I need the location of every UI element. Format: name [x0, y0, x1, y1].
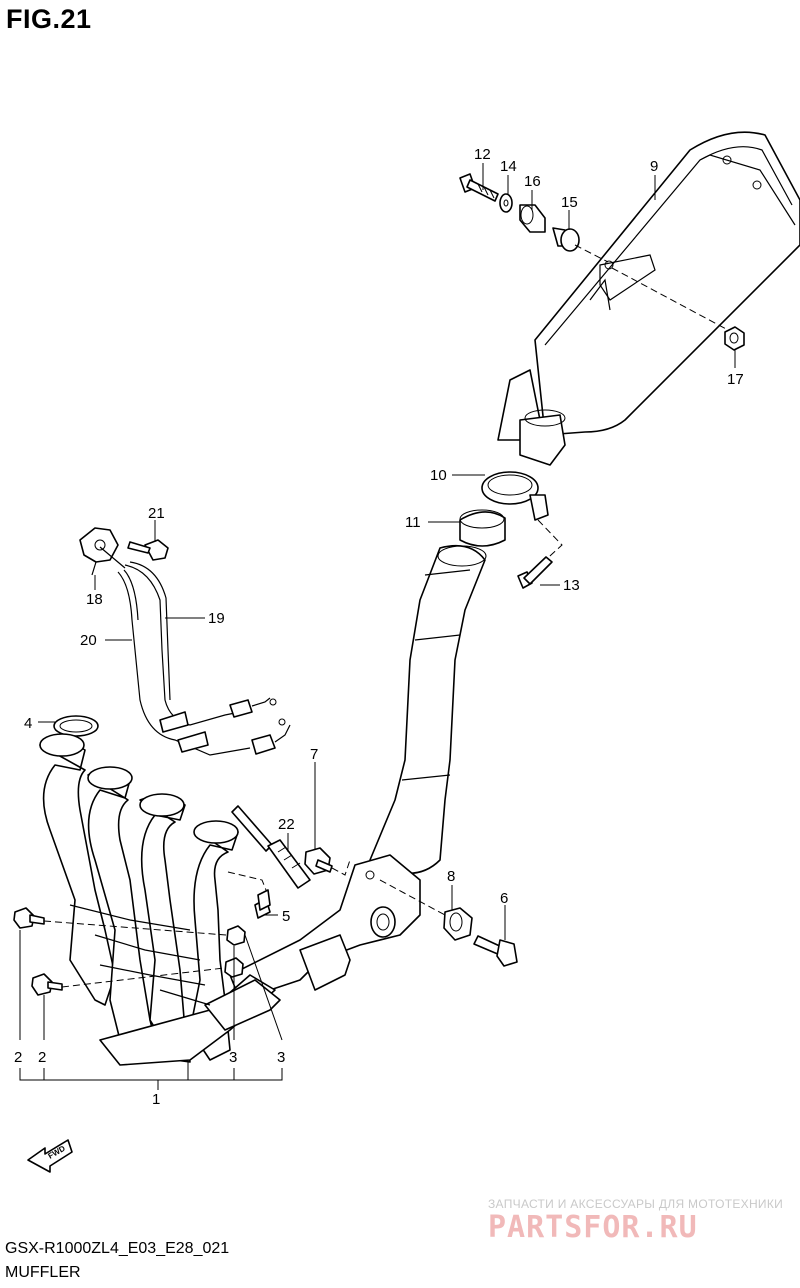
callout-7[interactable]: 7 — [310, 746, 318, 763]
gasket-4[interactable] — [53, 715, 99, 737]
leader-dash — [227, 871, 269, 896]
clamp-10[interactable] — [481, 471, 549, 521]
bolt-12[interactable] — [459, 173, 499, 202]
callout-3[interactable]: 3 — [277, 1049, 285, 1066]
grommet-8[interactable] — [443, 907, 473, 941]
callout-16[interactable]: 16 — [524, 173, 541, 190]
callout-19[interactable]: 19 — [208, 610, 225, 627]
fwd-arrow-icon: FWD — [27, 1139, 73, 1173]
callout-14[interactable]: 14 — [500, 158, 517, 175]
model-code: GSX-R1000ZL4_E03_E28_021 — [5, 1240, 230, 1257]
bolt-6[interactable] — [473, 935, 518, 967]
watermark-tagline: ЗАПЧАСТИ И АКСЕССУАРЫ ДЛЯ МОТОТЕХНИКИ — [488, 1197, 784, 1211]
callout-13[interactable]: 13 — [563, 577, 580, 594]
callout-1[interactable]: 1 — [152, 1091, 160, 1108]
washer-14[interactable] — [499, 193, 513, 213]
callout-15[interactable]: 15 — [561, 194, 578, 211]
watermark-logo: PARTSFOR.RU — [488, 1210, 698, 1245]
callout-9[interactable]: 9 — [650, 158, 658, 175]
nut-17[interactable] — [724, 326, 745, 351]
bolt-5[interactable] — [254, 889, 271, 919]
leader-dash — [379, 879, 446, 916]
callout-22[interactable]: 22 — [278, 816, 295, 833]
callout-10[interactable]: 10 — [430, 467, 447, 484]
figure-title: FIG.21 — [6, 4, 92, 34]
callout-2[interactable]: 2 — [14, 1049, 22, 1066]
bracket-18[interactable] — [79, 527, 119, 576]
section-name: MUFFLER — [5, 1264, 81, 1281]
callout-6[interactable]: 6 — [500, 890, 508, 907]
bolt-21[interactable] — [127, 539, 169, 561]
grommet-16[interactable] — [519, 204, 546, 233]
callout-12[interactable]: 12 — [474, 146, 491, 163]
callout-4[interactable]: 4 — [24, 715, 32, 732]
callout-8[interactable]: 8 — [447, 868, 455, 885]
callout-20[interactable]: 20 — [80, 632, 97, 649]
leader-dash — [537, 519, 563, 566]
leader-line — [99, 546, 126, 569]
gasket-11[interactable] — [459, 509, 506, 547]
sensor-lead-20[interactable] — [117, 569, 291, 756]
leader-dash — [43, 920, 227, 936]
collar-15[interactable] — [552, 227, 580, 252]
sensor-lead-19[interactable] — [124, 561, 277, 726]
bolt-7[interactable] — [304, 847, 333, 875]
leader-dash — [61, 967, 225, 988]
bolt-2-lower[interactable] — [31, 973, 63, 996]
muffler-body[interactable] — [497, 131, 800, 466]
exhaust-chamber[interactable] — [229, 854, 421, 1001]
callout-3[interactable]: 3 — [229, 1049, 237, 1066]
bolt-13[interactable] — [517, 556, 553, 589]
callout-5[interactable]: 5 — [282, 908, 290, 925]
callout-labels: 1 2 2 3 3 4 5 6 7 8 9 10 11 12 13 14 15 … — [14, 146, 744, 1108]
callout-2[interactable]: 2 — [38, 1049, 46, 1066]
callout-leaders — [19, 163, 736, 1090]
callout-21[interactable]: 21 — [148, 505, 165, 522]
callout-17[interactable]: 17 — [727, 371, 744, 388]
leader-dash — [331, 859, 351, 876]
nut-3-upper[interactable] — [226, 925, 246, 946]
o2-sensor-22[interactable] — [231, 805, 311, 889]
connecting-pipe[interactable] — [369, 544, 487, 875]
bolt-2-upper[interactable] — [13, 907, 45, 929]
leader-dash — [574, 244, 609, 263]
callout-18[interactable]: 18 — [86, 591, 103, 608]
exhaust-header-pipes[interactable] — [39, 733, 281, 1066]
callout-11[interactable]: 11 — [405, 514, 421, 531]
